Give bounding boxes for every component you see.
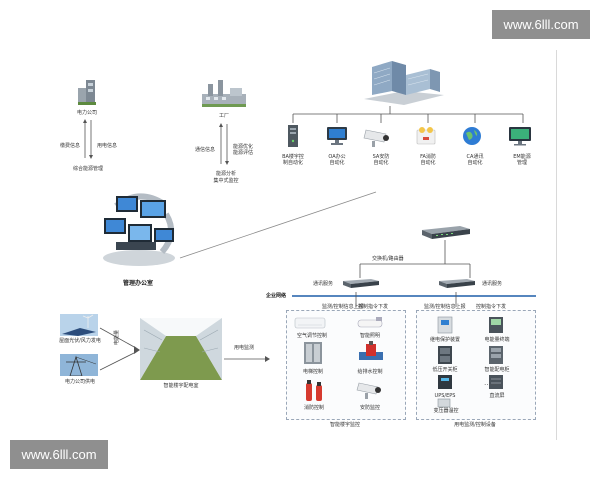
cctv-camera-icon — [363, 129, 389, 147]
security-monitor-label: 安防监控 — [359, 405, 381, 411]
emergency-light-icon — [416, 127, 436, 145]
meter-icon — [489, 317, 503, 333]
subsystem-fa-label: FA消防 — [420, 154, 436, 160]
ups-eps-label: UPS/EPS — [434, 393, 456, 399]
enterprise-network-bus — [292, 292, 536, 307]
factory-arrow-right-label-2: 能源评估 — [233, 150, 254, 156]
power-company-label: 电力公司 — [76, 110, 98, 116]
rack-icon — [489, 375, 503, 389]
globe-icon — [463, 127, 481, 145]
left-comm-server-label: 通讯服务 — [313, 281, 334, 287]
relay-device-label: 继电保护装置 — [429, 337, 461, 343]
right-group-down-label: 控制指令下发 — [476, 304, 507, 310]
smart-distribution-label: 智能配电柜 — [484, 367, 510, 373]
water-control-label: 给排水控制 — [357, 369, 383, 375]
power-device-frame — [416, 310, 536, 420]
ups-icon — [438, 375, 452, 389]
watermark-top: www.6lll.com — [492, 10, 590, 39]
right-comm-server-icon — [439, 279, 475, 288]
factory-arrow-right-label-1: 能源优化 — [233, 144, 254, 150]
subsystem-bracket — [292, 106, 524, 123]
dc-screen-label: 直流屏 — [489, 393, 505, 399]
camera-icon — [356, 382, 381, 399]
enterprise-network-label: 企业网络 — [266, 293, 287, 299]
cabinet-icon — [438, 346, 452, 364]
factory-arrow-left-label: 通信信息 — [195, 147, 216, 153]
office-building-icon — [364, 61, 444, 105]
subsystem-oa-label: OA办公 — [328, 154, 346, 160]
power-monitoring-label: 用电监测 — [234, 345, 255, 351]
left-comm-server-icon — [343, 279, 379, 288]
building-monitoring-frame — [286, 310, 406, 420]
elevator-control-label: 电梯控制 — [302, 369, 324, 375]
extinguisher-icon — [306, 380, 322, 401]
power-link-arrows — [83, 119, 93, 159]
subsystem-ba-label: BA楼宇控 — [282, 154, 304, 160]
subsystem-fa-sub: 自动化 — [420, 160, 436, 166]
subsystem-sa-sub: 自动化 — [373, 160, 389, 166]
building-monitoring-caption: 智能楼宇监控 — [329, 422, 361, 428]
right-group-up-label: 监测/控制信息上报 — [424, 304, 466, 310]
factory-icon — [202, 80, 246, 107]
energy-management-label: 综合能源管理 — [72, 166, 104, 172]
relay-icon — [437, 316, 453, 334]
management-office-illustration — [103, 193, 175, 266]
air-control-label: 空气调节控制 — [296, 333, 328, 339]
lamp-icon — [357, 317, 383, 328]
factory-label: 工厂 — [218, 113, 230, 119]
energy-analysis-label: 能源分析 — [215, 171, 237, 177]
energy-arrow-label: 电能量 — [114, 329, 120, 345]
grid-supply-label: 电力公司供电 — [64, 379, 96, 385]
smart-lighting-label: 智能照明 — [359, 333, 381, 339]
switch-router-label: 交换机/路由器 — [372, 256, 404, 262]
switch-links — [359, 240, 471, 278]
panel-icon — [489, 346, 503, 364]
screen-icon — [509, 127, 531, 146]
solar-wind-label: 屋面光伏/风力发电 — [59, 338, 101, 344]
power-arrow-right-label: 用电信息 — [97, 143, 118, 149]
elevator-icon — [304, 342, 322, 364]
power-device-caption: 用电监测/控制设备 — [454, 422, 496, 428]
fire-control-label: 消防控制 — [303, 405, 325, 411]
left-group-down-label: 控制指令下发 — [358, 304, 389, 310]
monitor-icon — [327, 127, 347, 145]
subsystem-em-label: EM能源 — [513, 154, 531, 160]
grid-tower-photo — [60, 354, 98, 376]
subsystem-ca-label: CA通讯 — [466, 154, 484, 160]
power-plant-icon — [78, 80, 96, 105]
central-monitor-label: 集中式监控 — [213, 178, 239, 184]
power-arrow-left-label: 缴费信息 — [60, 143, 81, 149]
solar-wind-photo — [60, 314, 98, 336]
subsystem-oa-sub: 自动化 — [329, 160, 345, 166]
switch-router-icon — [422, 226, 470, 239]
transformer-temp-label: 变压器温控 — [433, 408, 459, 414]
power-room-photo — [140, 318, 222, 380]
power-room-label: 智能楼宇配电室 — [163, 383, 199, 389]
right-comm-server-label: 通讯服务 — [482, 281, 503, 287]
valve-icon — [359, 341, 383, 360]
watermark-bottom: www.6lll.com — [10, 440, 108, 469]
energy-flow-arrows — [99, 327, 140, 371]
subsystem-ca-sub: 自动化 — [467, 160, 483, 166]
subsystem-sa-label: SA安防 — [372, 154, 390, 160]
air-conditioner-icon — [294, 317, 326, 329]
right-group-ellipsis: …… — [484, 379, 498, 387]
subsystem-ba-sub: 制自动化 — [282, 160, 304, 166]
factory-link-arrows — [219, 123, 229, 165]
subsystem-em-sub: 管理 — [516, 160, 528, 166]
monitor-link-arrow — [224, 356, 270, 362]
management-office-label: 管理办公室 — [122, 280, 154, 287]
controller-icon — [437, 398, 451, 408]
server-tower-icon — [288, 125, 298, 147]
low-voltage-cabinet-label: 低压开关柜 — [432, 367, 458, 373]
left-group-up-label: 监测/控制信息上报 — [322, 304, 364, 310]
right-border — [556, 50, 557, 440]
meter-terminal-label: 电能量终端 — [484, 337, 510, 343]
